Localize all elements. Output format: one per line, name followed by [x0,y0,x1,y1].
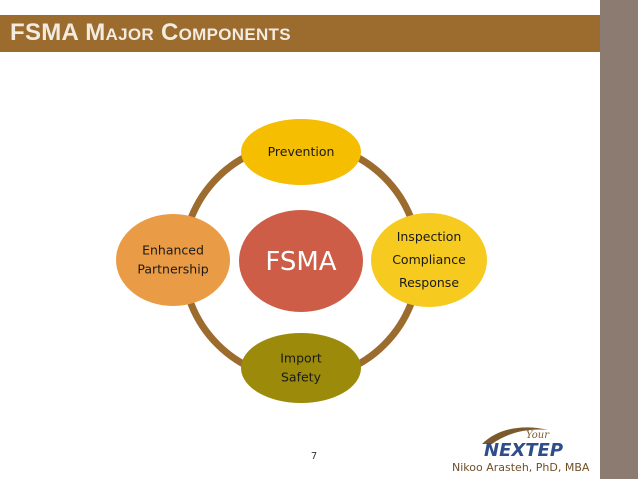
node-right-label: Inspection [397,229,462,244]
node-left-label: Enhanced [142,243,204,258]
side-accent-bar [600,0,638,479]
center-label: FSMA [265,247,336,277]
node-right-label: Compliance [392,252,466,267]
page-number: 7 [310,451,318,462]
node-bottom-label: Safety [281,370,322,385]
node-left-label: Partnership [137,262,208,277]
title-bar: FSMA Major Components [0,15,600,52]
node-top: Prevention [241,119,361,185]
node-bottom-circle [241,333,361,403]
center-circle [239,210,363,312]
node-top-label: Prevention [268,144,335,159]
node-left-circle [116,214,230,306]
node-right-label: Response [399,275,459,290]
node-bottom-label: Import [280,351,322,366]
node-top-circle [241,119,361,185]
logo-line1: Your [526,430,550,441]
node-right-circle [371,213,487,307]
author-credit: Nikoo Arasteh, PhD, MBA [452,461,590,474]
nextep-logo: Your NEXTEP [482,427,563,461]
logo-line2: NEXTEP [484,440,563,461]
slide-title: FSMA Major Components [10,19,291,46]
